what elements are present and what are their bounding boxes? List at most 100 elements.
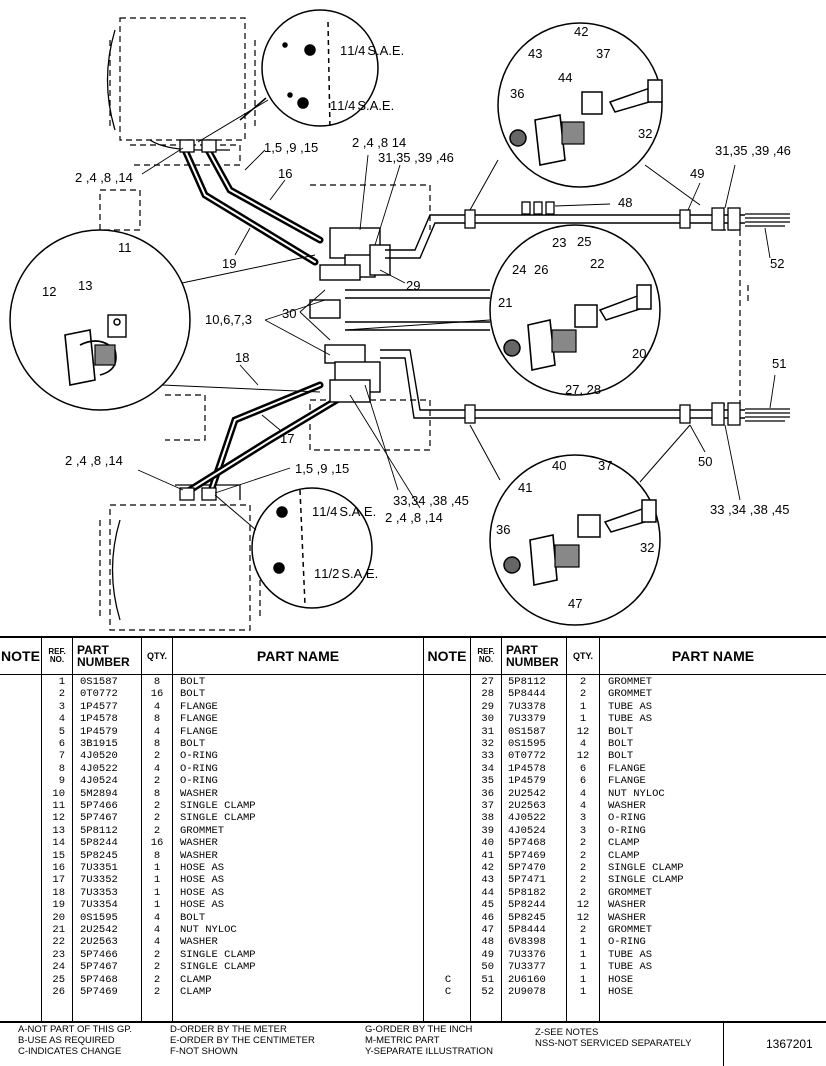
header-ref-line2: NO. xyxy=(49,655,65,664)
row-part-name: WASHER xyxy=(180,787,218,800)
row-part-name: GROMMET xyxy=(608,924,653,936)
row-part-number: 0T0772 xyxy=(80,688,118,701)
row-ref-no: 14 xyxy=(52,837,65,850)
row-qty: 2 xyxy=(579,688,587,701)
callout: 48 xyxy=(618,195,632,210)
row-part-name: FLANGE xyxy=(180,725,218,738)
row-ref-no: 6 xyxy=(58,738,65,750)
tubes xyxy=(345,214,745,419)
row-part-number: 7U3378 xyxy=(508,700,546,713)
row-ref-no: 49 xyxy=(481,948,494,961)
column-rule xyxy=(41,638,42,1021)
callout: 30 xyxy=(282,306,296,321)
row-part-number: 5P8444 xyxy=(508,688,546,701)
row-part-number: 0S1595 xyxy=(80,911,118,924)
row-part-name: CLAMP xyxy=(608,837,640,850)
row-part-number: 7U3354 xyxy=(80,899,118,912)
row-qty: 1 xyxy=(579,700,587,713)
row-ref-no: 31 xyxy=(481,725,494,738)
callout: 42 xyxy=(574,24,588,39)
callout-labels: 2 ,4 ,8 ,14 1,5 ,9 ,15 16 19 2 ,4 ,8 14 … xyxy=(42,24,791,611)
row-part-number: 5P8112 xyxy=(508,676,546,688)
hose-19 xyxy=(181,146,319,266)
row-qty: 2 xyxy=(579,676,587,688)
row-qty: 2 xyxy=(153,948,161,961)
callout: 18 xyxy=(235,350,249,365)
row-part-name: BOLT xyxy=(608,750,634,763)
row-part-number: 5P7466 xyxy=(80,948,118,961)
legend-b: B-USE AS REQUIRED xyxy=(18,1035,115,1046)
callout: 16 xyxy=(278,166,292,181)
row-part-number: 7U3379 xyxy=(508,713,546,726)
row-qty: 3 xyxy=(579,824,587,837)
row-qty: 2 xyxy=(153,800,161,812)
callout: 22 xyxy=(590,256,604,271)
row-qty: 4 xyxy=(579,800,587,812)
row-part-name: FLANGE xyxy=(608,775,646,788)
row-part-number: 1P4578 xyxy=(80,713,118,726)
row-part-name: TUBE AS xyxy=(608,961,653,974)
row-part-number: 7U3351 xyxy=(80,862,118,874)
row-qty: 2 xyxy=(153,812,161,825)
row-note: C xyxy=(444,973,452,986)
row-ref-no: 41 xyxy=(481,849,494,862)
legend-e: E-ORDER BY THE CENTIMETER xyxy=(170,1035,315,1046)
callout: 33 ,34 ,38 ,45 xyxy=(710,502,790,517)
row-ref-no: 3 xyxy=(58,700,65,713)
row-part-number: 0S1587 xyxy=(508,725,546,738)
callout: 12 xyxy=(42,284,56,299)
row-ref-no: 32 xyxy=(481,738,494,750)
row-ref-no: 20 xyxy=(52,911,65,924)
legend-divider xyxy=(723,1021,724,1066)
row-part-number: 2U6160 xyxy=(508,973,546,986)
row-part-name: GROMMET xyxy=(608,676,653,688)
row-qty: 2 xyxy=(153,824,161,837)
legend-a: A-NOT PART OF THIS GP. xyxy=(18,1024,133,1035)
row-part-name: O-RING xyxy=(608,936,646,949)
parts-list-table: NOTE REF. NO. PART NUMBER QTY. PART NAME… xyxy=(0,636,826,1023)
callout: 49 xyxy=(690,166,704,181)
row-part-number: 2U2542 xyxy=(508,787,546,800)
legend: A-NOT PART OF THIS GP. B-USE AS REQUIRED… xyxy=(0,1021,826,1066)
row-part-name: GROMMET xyxy=(608,886,653,899)
row-part-number: 1P4578 xyxy=(508,762,546,775)
legend-m: M-METRIC PART xyxy=(365,1035,440,1046)
row-ref-no: 8 xyxy=(58,762,65,775)
row-qty: 2 xyxy=(579,837,587,850)
row-ref-no: 1 xyxy=(58,676,65,688)
row-part-number: 0S1587 xyxy=(80,676,118,688)
row-ref-no: 30 xyxy=(481,713,494,726)
column-rule xyxy=(470,638,471,1021)
row-qty: 1 xyxy=(153,886,161,899)
row-part-number: 7U3376 xyxy=(508,948,546,961)
callout: 50 xyxy=(698,454,712,469)
row-qty: 3 xyxy=(579,812,587,825)
row-ref-no: 11 xyxy=(52,800,65,812)
row-part-number: 3B1915 xyxy=(80,738,118,750)
row-ref-no: 15 xyxy=(52,849,65,862)
hose-16 xyxy=(204,146,324,244)
callout: 27, 28 xyxy=(565,382,601,397)
callout: 41 xyxy=(518,480,532,495)
row-qty: 1 xyxy=(153,874,161,887)
column-rule xyxy=(72,638,73,1021)
row-part-name: O-RING xyxy=(608,812,646,825)
legend-c: C-INDICATES CHANGE xyxy=(18,1046,122,1057)
row-part-number: 4J0524 xyxy=(80,775,118,788)
